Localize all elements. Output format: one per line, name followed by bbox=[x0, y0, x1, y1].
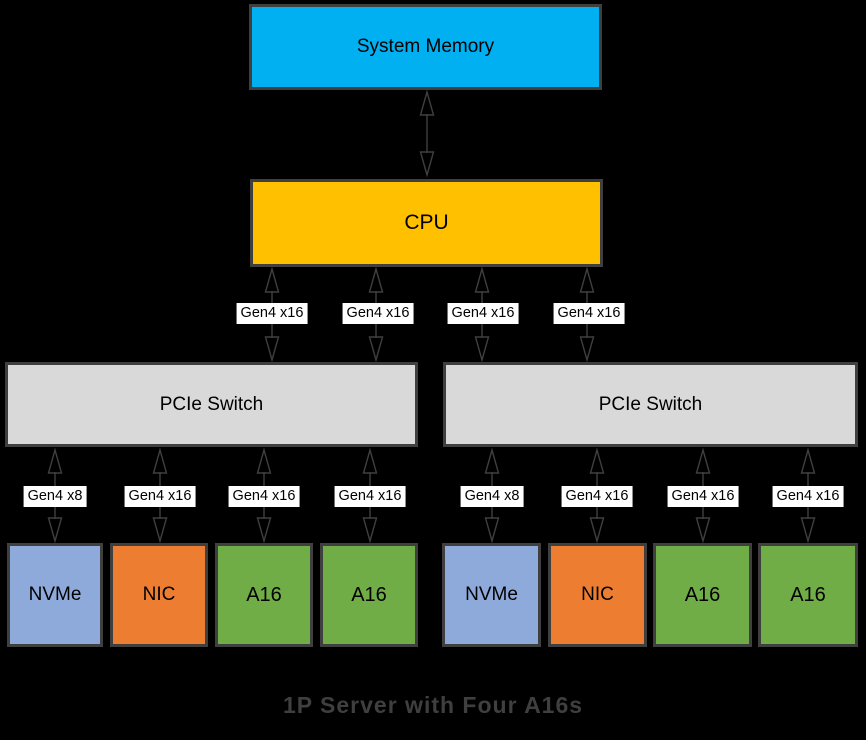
node-label: System Memory bbox=[356, 36, 495, 57]
node-label: A16 bbox=[351, 583, 387, 606]
node-pcie-switch-right: PCIe Switch bbox=[443, 362, 858, 447]
node-nic-right: NIC bbox=[548, 543, 647, 647]
node-label: CPU bbox=[404, 211, 449, 234]
node-label: NVMe bbox=[28, 584, 82, 605]
node-system-memory: System Memory bbox=[249, 4, 602, 90]
node-nic-left: NIC bbox=[110, 543, 208, 647]
node-a16-right-2: A16 bbox=[758, 543, 858, 647]
link-label-swl-3: Gen4 x16 bbox=[334, 486, 406, 507]
link-label-swr-0: Gen4 x8 bbox=[460, 486, 524, 507]
node-label: NIC bbox=[142, 584, 176, 605]
node-label: PCIe Switch bbox=[598, 393, 703, 415]
diagram-caption: 1P Server with Four A16s bbox=[282, 692, 584, 718]
link-label-swl-0: Gen4 x8 bbox=[23, 486, 87, 507]
link-label-swr-3: Gen4 x16 bbox=[772, 486, 844, 507]
link-label-swr-1: Gen4 x16 bbox=[561, 486, 633, 507]
node-nvme-left: NVMe bbox=[7, 543, 103, 647]
link-label-swr-2: Gen4 x16 bbox=[667, 486, 739, 507]
node-label: A16 bbox=[790, 583, 826, 606]
node-label: NIC bbox=[581, 584, 614, 605]
node-label: NVMe bbox=[465, 584, 518, 605]
link-label-cpu-0: Gen4 x16 bbox=[236, 303, 308, 324]
link-label-cpu-3: Gen4 x16 bbox=[553, 303, 625, 324]
link-label-swl-2: Gen4 x16 bbox=[228, 486, 300, 507]
node-cpu: CPU bbox=[250, 179, 603, 267]
link-label-cpu-2: Gen4 x16 bbox=[447, 303, 519, 324]
link-label-cpu-1: Gen4 x16 bbox=[342, 303, 414, 324]
node-pcie-switch-left: PCIe Switch bbox=[5, 362, 418, 447]
node-label: A16 bbox=[246, 583, 282, 606]
double-arrow-icon bbox=[419, 91, 435, 176]
node-label: A16 bbox=[684, 583, 721, 606]
node-a16-left-1: A16 bbox=[215, 543, 313, 647]
node-label: PCIe Switch bbox=[159, 393, 264, 415]
link-label-swl-1: Gen4 x16 bbox=[124, 486, 196, 507]
node-a16-right-1: A16 bbox=[653, 543, 752, 647]
node-nvme-right: NVMe bbox=[442, 543, 541, 647]
node-a16-left-2: A16 bbox=[320, 543, 418, 647]
